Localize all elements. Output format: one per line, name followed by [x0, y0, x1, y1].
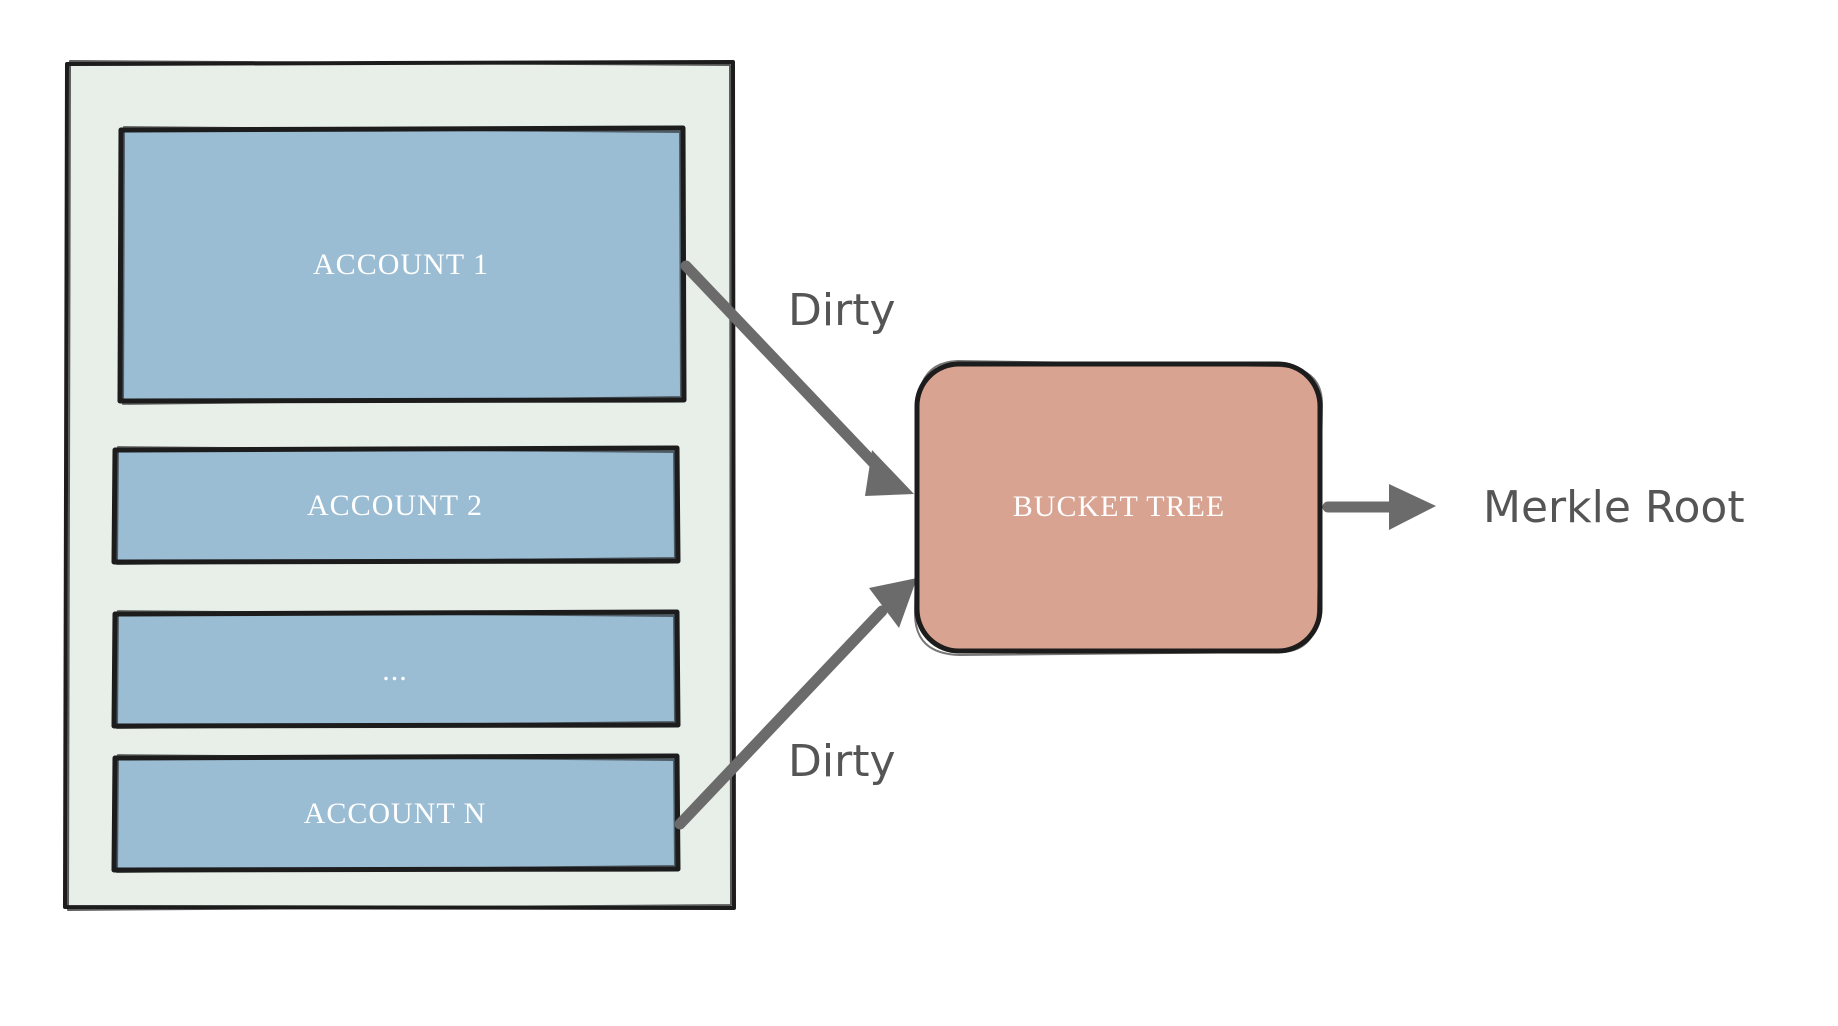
bucket-tree-box: BUCKET TREE	[913, 360, 1324, 656]
account-n-label: ACCOUNT N	[304, 797, 487, 830]
output-arrow	[1322, 484, 1436, 530]
account-box-2: ACCOUNT 2	[111, 445, 681, 565]
account-2-label: ACCOUNT 2	[307, 489, 483, 522]
merkle-root-label: Merkle Root	[1483, 482, 1745, 533]
account-box-ellipsis: ...	[111, 609, 681, 729]
account-box-1: ACCOUNT 1	[117, 125, 687, 405]
dirty-label-bottom: Dirty	[788, 736, 896, 787]
account-ellipsis-label: ...	[382, 654, 408, 687]
dirty-arrow-top	[680, 260, 914, 496]
bucket-tree-label: BUCKET TREE	[1013, 490, 1225, 523]
dirty-label-top: Dirty	[788, 285, 896, 336]
account-1-label: ACCOUNT 1	[313, 248, 489, 281]
dirty-arrow-bottom	[674, 578, 917, 830]
account-box-n: ACCOUNT N	[111, 753, 681, 873]
